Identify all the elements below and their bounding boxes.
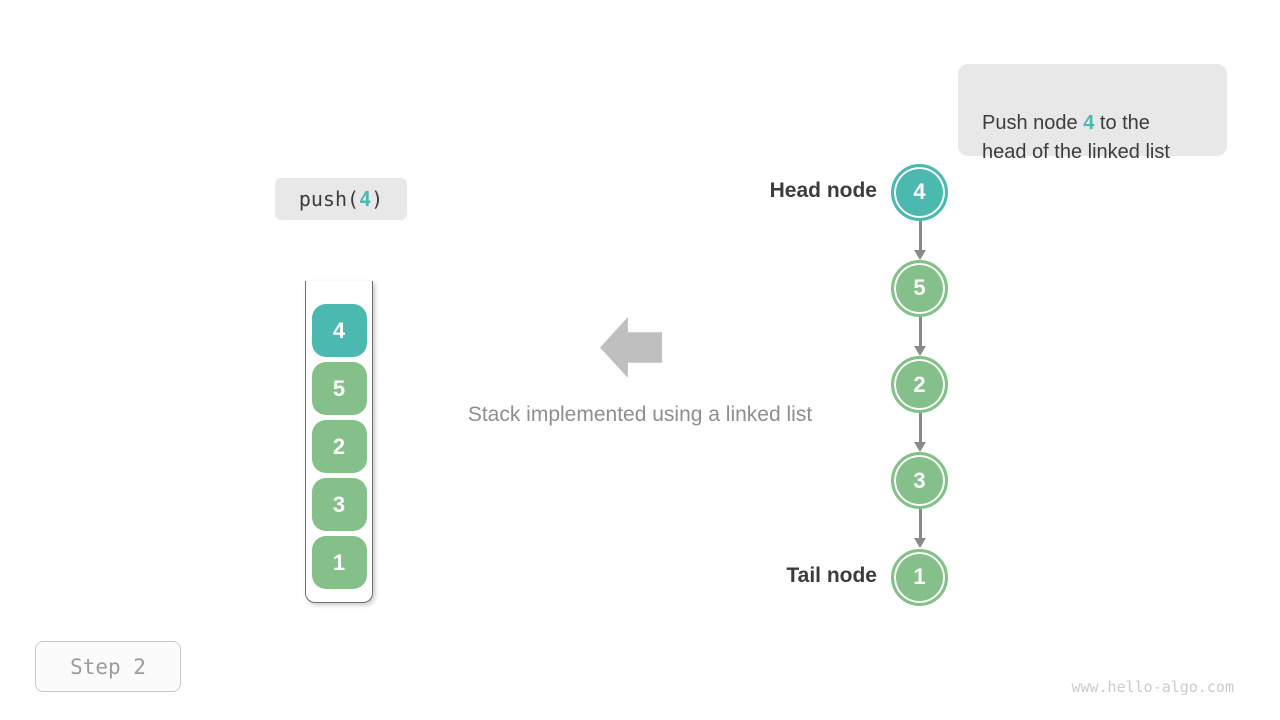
tooltip-highlight-value: 4 xyxy=(1083,112,1095,134)
tooltip-text: Push node xyxy=(982,112,1084,134)
arrow-down-icon xyxy=(913,413,927,452)
list-node-4: 4 xyxy=(891,163,948,221)
arrow-line xyxy=(918,509,922,539)
arrow-down-icon xyxy=(913,220,927,260)
arrow-head xyxy=(914,442,926,452)
list-node-5: 5 xyxy=(891,259,948,317)
left-block-arrow-icon xyxy=(600,317,662,378)
push-operation-chip: push(4) xyxy=(275,178,407,220)
head-node-label: Head node xyxy=(769,179,877,202)
tail-node-label: Tail node xyxy=(786,564,877,587)
arrow-head xyxy=(914,345,926,356)
stack-item-2: 2 xyxy=(311,420,367,473)
operation-text: push( xyxy=(298,187,360,211)
list-node-2: 2 xyxy=(891,356,948,413)
stack-item-5: 5 xyxy=(311,362,367,415)
arrow-down-icon xyxy=(913,509,927,549)
arrow-line xyxy=(918,220,922,250)
watermark: www.hello-algo.com xyxy=(1071,678,1234,696)
stack-item-4: 4 xyxy=(311,304,367,357)
diagram-caption: Stack implemented using a linked list xyxy=(467,403,813,426)
tooltip-text-after: to the head of the linked list xyxy=(982,112,1170,163)
list-node-3: 3 xyxy=(891,452,948,510)
stack-item-1: 1 xyxy=(311,536,367,589)
arrow-line xyxy=(918,316,922,346)
arrow-head xyxy=(914,538,926,549)
arrow-line xyxy=(918,413,922,442)
list-node-1: 1 xyxy=(891,548,948,606)
step-badge: Step 2 xyxy=(35,641,181,692)
operation-highlight-value: 4 xyxy=(359,187,372,211)
arrow-head xyxy=(914,249,926,260)
operation-text-after: ) xyxy=(371,187,384,211)
arrow-down-icon xyxy=(913,316,927,356)
stack-item-3: 3 xyxy=(311,478,367,531)
step-tooltip: Push node 4 to the head of the linked li… xyxy=(958,64,1227,163)
